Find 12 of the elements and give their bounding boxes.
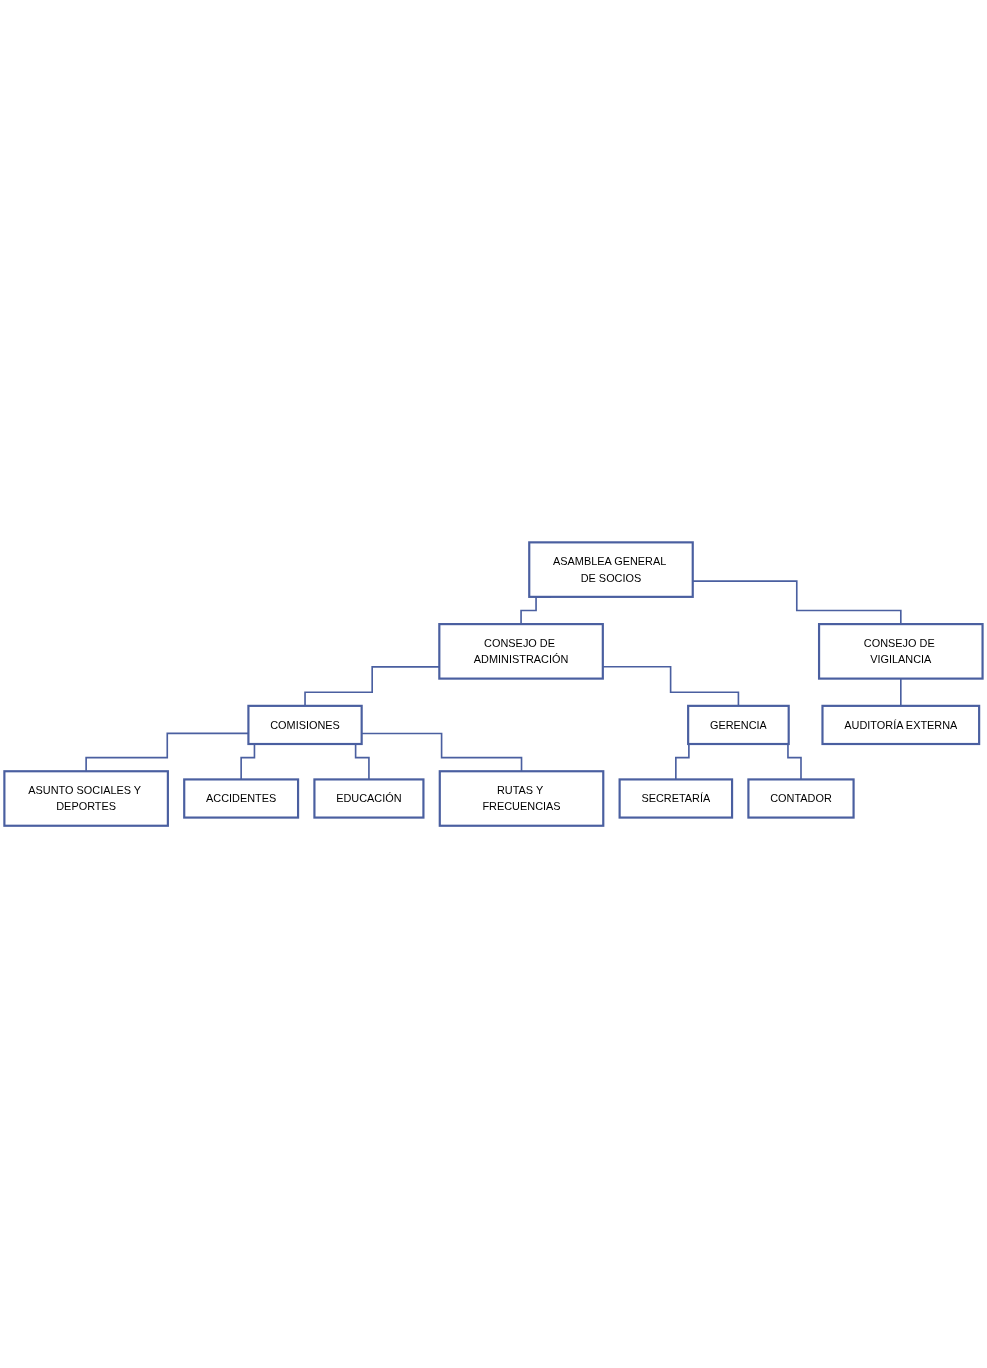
node-box: EDUCACIÓN: [313, 778, 425, 819]
node-box: ACCIDENTES: [183, 778, 300, 819]
node-box: CONTADOR: [747, 778, 855, 819]
node-box: ASUNTO SOCIALES Y DEPORTES: [3, 770, 169, 827]
node-box: RUTAS Y FRECUENCIAS: [438, 770, 605, 827]
node-box: GERENCIA: [687, 704, 790, 746]
node-box: CONSEJO DE VIGILANCIA: [818, 622, 984, 680]
node-box: COMISIONES: [247, 704, 363, 746]
node-box: AUDITORÍA EXTERNA: [821, 704, 981, 746]
node-box: ASAMBLEA GENERAL DE SOCIOS: [528, 541, 694, 598]
node-box: SECRETARÍA: [618, 778, 734, 819]
node-box: CONSEJO DE ADMINISTRACIÓN: [438, 622, 604, 680]
